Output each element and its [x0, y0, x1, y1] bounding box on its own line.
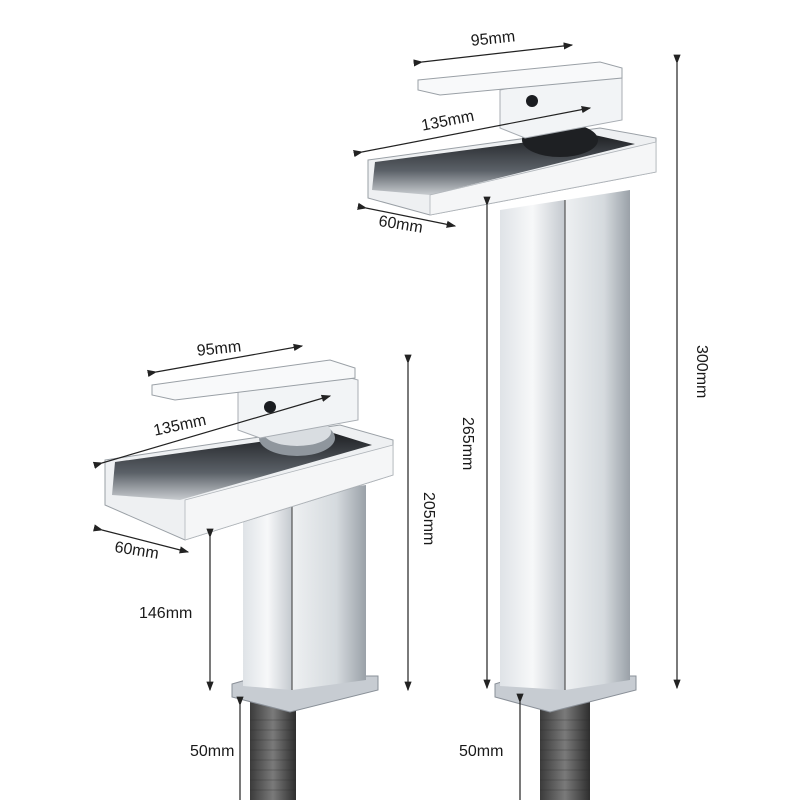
- short-thread-length-label: 50mm: [190, 743, 235, 760]
- short-total-height-label: 205mm: [420, 492, 437, 546]
- tall-body-height-label: 265mm: [459, 417, 476, 471]
- tall-faucet: [367, 61, 657, 800]
- short-body-height-label: 146mm: [139, 605, 193, 622]
- tall-thread-length-label: 50mm: [459, 743, 504, 760]
- dimension-lines: [92, 42, 681, 800]
- short-faucet: [104, 359, 394, 800]
- tall-total-height-label: 300mm: [693, 345, 710, 399]
